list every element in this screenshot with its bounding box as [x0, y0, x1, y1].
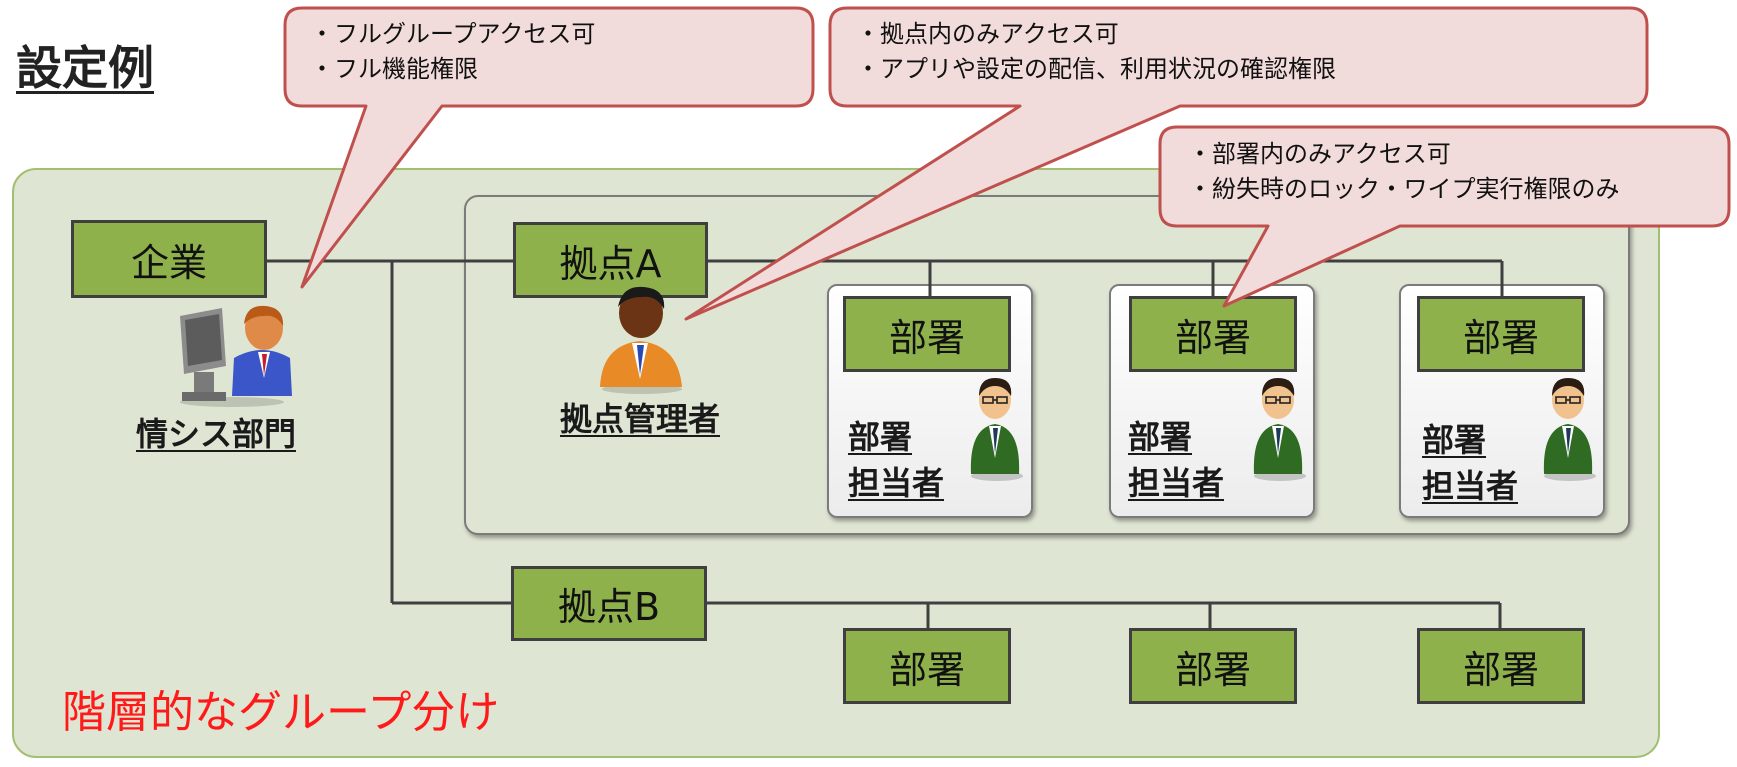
- base-a-node: 拠点A: [513, 222, 708, 298]
- dept-manager-label-line1: 部署: [1422, 421, 1487, 459]
- dept-a3-node: 部署: [1417, 296, 1585, 372]
- manager-person-icon: [600, 286, 682, 394]
- callout-it-line2: ・フル機能権限: [310, 55, 478, 83]
- dept-b1-node: 部署: [843, 628, 1011, 704]
- company-node: 企業: [71, 220, 267, 298]
- it-department-label: 情シス部門: [136, 415, 297, 453]
- callout-it: [283, 6, 815, 289]
- base-b-node: 拠点B: [511, 566, 707, 641]
- staff-person-icon: [970, 378, 1023, 481]
- hierarchy-caption: 階層的なグループ分け: [62, 687, 500, 738]
- dept-b3-node: 部署: [1417, 628, 1585, 704]
- dept-manager-label-line2: 担当者: [1128, 464, 1225, 502]
- page-title: 設定例: [16, 41, 154, 95]
- callout-base-line2: ・アプリや設定の配信、利用状況の確認権限: [856, 55, 1336, 83]
- dept-b2-node: 部署: [1129, 628, 1297, 704]
- base-manager-label: 拠点管理者: [560, 400, 721, 438]
- callout-dept-line1: ・部署内のみアクセス可: [1188, 140, 1451, 168]
- dept-a2-node: 部署: [1129, 296, 1297, 372]
- callout-base: [684, 6, 1649, 321]
- callout-it-line1: ・フルグループアクセス可: [310, 20, 596, 48]
- staff-person-icon: [1543, 378, 1596, 481]
- callout-base-line1: ・拠点内のみアクセス可: [856, 20, 1119, 48]
- dept-manager-label-line2: 担当者: [1422, 467, 1519, 505]
- computer-user-icon: [180, 305, 292, 407]
- dept-a1-node: 部署: [843, 296, 1011, 372]
- staff-person-icon: [1253, 378, 1306, 481]
- dept-manager-label-line1: 部署: [848, 418, 913, 456]
- callout-dept: [1158, 125, 1731, 308]
- callout-dept-line2: ・紛失時のロック・ワイプ実行権限のみ: [1188, 175, 1620, 203]
- dept-manager-label-line2: 担当者: [848, 464, 945, 502]
- dept-manager-label-line1: 部署: [1128, 418, 1193, 456]
